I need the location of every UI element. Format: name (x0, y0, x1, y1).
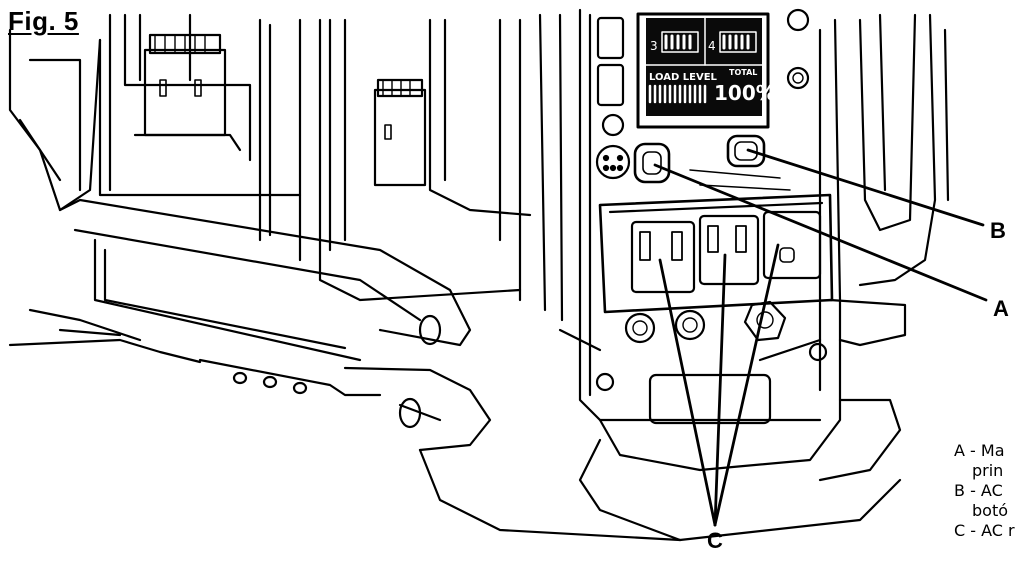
figure-label: Fig. 5 (8, 6, 79, 36)
legend-line-a-cont: prin (972, 461, 1004, 480)
center-housing (318, 13, 564, 322)
left-frame (8, 13, 302, 262)
bottom-handle (8, 198, 682, 542)
lcd-display: 3 4 LOAD LEVEL TOTAL 100% (636, 12, 776, 129)
callout-b: B (990, 218, 1006, 243)
leader-a (653, 163, 988, 302)
load-level-label: LOAD LEVEL (649, 72, 718, 83)
percent-readout: 100% (714, 81, 776, 105)
ac-outlet-3 (762, 210, 822, 280)
dc-port-middle (674, 309, 706, 341)
ac-outlet-1 (630, 220, 696, 294)
callout-a: A (993, 296, 1009, 321)
leader-lines (653, 148, 988, 527)
control-panel (578, 8, 842, 422)
round-port-icon (595, 144, 631, 180)
controls (595, 134, 791, 191)
leader-c1 (658, 258, 717, 527)
battery-left (133, 33, 242, 152)
total-label: TOTAL (729, 68, 757, 77)
legend-line-b: B - AC (954, 481, 1003, 500)
lower-housing (558, 298, 907, 542)
bay-number-3: 3 (650, 39, 658, 53)
callout-c: C (707, 528, 723, 553)
battery-right (373, 78, 427, 187)
main-power-button[interactable] (633, 142, 671, 184)
legend: A - Ma prin B - AC botó C - AC r (954, 441, 1020, 541)
legend-line-c: C - AC r (954, 521, 1015, 540)
bay-number-4: 4 (708, 39, 716, 53)
legend-line-a: A - Ma (954, 441, 1005, 460)
leader-c3 (713, 243, 780, 527)
ac-power-button[interactable] (726, 134, 766, 168)
leader-b (746, 148, 985, 227)
dc-port-left (624, 312, 656, 344)
leader-c2 (713, 253, 727, 527)
right-frame (858, 13, 950, 287)
ac-outlet-2 (698, 214, 760, 286)
hex-port (743, 300, 787, 342)
legend-line-b-cont: botó (972, 501, 1009, 520)
